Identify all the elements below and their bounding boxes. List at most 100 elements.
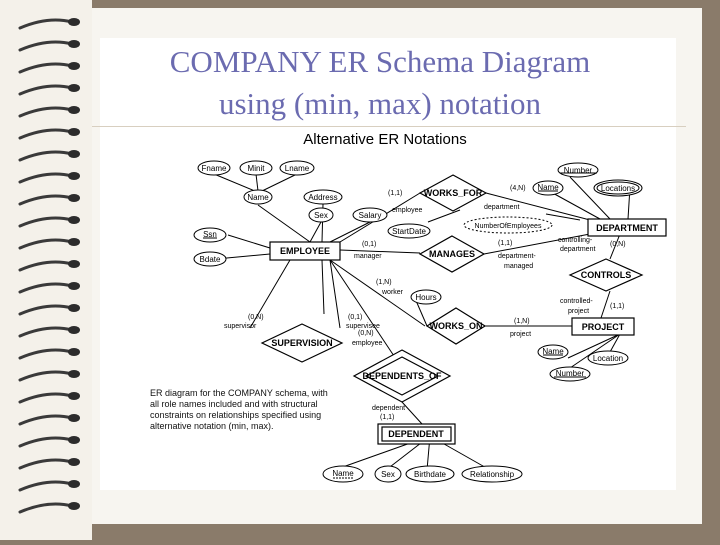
attr-salary: Salary [359,211,382,220]
entity-dependent-inner-shape [381,426,452,442]
figure-heading: Alternative ER Notations [303,131,466,148]
wo-proj-card: (1,N) [514,318,530,325]
mg-emp-role: manager [354,253,382,260]
attr-bdate: Bdate [200,255,221,264]
caption-line-4: alternative notation (min, max). [150,421,274,431]
rel-supervision-shape [260,323,344,363]
slide-title-line-2: using (min, max) notation [218,86,542,121]
sv-sub-role: supervisee [346,323,380,330]
attr-emp-sex: Sex [314,211,328,220]
mg-dept-card: (1,1) [498,240,512,247]
attr-ssn: Ssn [203,230,217,239]
attr-emp-name: Name [247,193,269,202]
attr-address: Address [308,193,337,202]
spiral-binding [0,0,92,540]
slide-title-line-1: COMPANY ER Schema Diagram [169,44,591,79]
rel-works-for-shape [418,174,488,212]
attr-dept-number: Number [564,166,593,175]
ct-proj-card: (1,1) [610,303,624,310]
attr-location: Location [593,354,623,363]
attr-dep-sex-shape [374,465,402,483]
sv-sup-role: supervisor [224,323,257,330]
ct-proj-role-2: project [568,308,589,315]
sv-sup-card: (0,N) [248,314,264,321]
attr-dep-name: Name [332,469,354,478]
entity-dependent: DEPENDENT [388,429,444,439]
wo-proj-role: project [510,331,531,338]
sv-sub-card: (0,1) [348,314,362,321]
attr-address-shape [303,189,343,205]
attr-fname-shape [197,160,231,176]
mg-dept-role-2: managed [504,263,533,270]
attr-dept-name: Name [537,183,559,192]
rel-manages: MANAGES [429,249,475,259]
entity-project-shape [571,317,635,336]
attr-relationship: Relationship [470,470,515,479]
rel-supervision: SUPERVISION [271,338,332,348]
entity-employee: EMPLOYEE [280,246,330,256]
caption-line-1: ER diagram for the COMPANY schema, with [150,388,328,398]
attr-minit: Minit [248,164,266,173]
attr-birthdate: Birthdate [414,470,447,479]
attr-num-employees-shape [463,216,553,234]
attr-locations-inner-shape [596,181,640,195]
mg-dept-role-1: department- [498,253,536,260]
caption-line-2: all role names included and with structu… [150,399,318,409]
do-dep-card: (1,1) [380,414,394,421]
wo-emp-card: (1,N) [376,279,392,286]
attr-locations: Locations [601,184,635,193]
attr-proj-number: Number [556,369,585,378]
wf-emp-role: employee [392,207,422,214]
entity-department-shape [587,218,667,237]
spiral-rings [18,18,80,514]
ct-dept-role-2: department [560,246,595,253]
attr-ssn-shape [193,227,227,243]
attr-dep-sex: Sex [381,470,395,479]
ct-dept-card: (0,N) [610,241,626,248]
attr-location-shape [587,350,629,366]
wf-dept-role: department [484,204,519,211]
attr-salary-shape [352,207,388,223]
rel-dependents-of: DEPENDENTS_OF [362,371,442,381]
er-diagram: Alternative ER Notations [193,131,667,483]
rel-controls: CONTROLS [581,270,632,280]
attr-proj-name: Name [542,347,564,356]
rel-manages-shape [418,235,486,273]
rel-works-on-shape [425,307,487,345]
rel-dependents-of-inner-shape [364,356,440,396]
figure-caption: ER diagram for the COMPANY schema, with … [150,388,360,432]
do-dep-role: dependent [372,405,405,412]
paper-rule-line [92,126,686,127]
do-emp-role: employee [352,340,382,347]
attr-bdate-shape [193,251,227,267]
caption-line-3: constraints on relationships specified u… [150,410,322,420]
attr-startdate-shape [387,223,431,239]
entity-project: PROJECT [582,322,625,332]
wf-emp-card: (1,1) [388,190,402,197]
attr-relationship-shape [461,465,523,483]
attr-lname-shape [279,160,315,176]
do-emp-card: (0,N) [358,330,374,337]
entity-employee-shape [269,241,341,261]
attr-emp-name-shape [243,189,273,205]
ct-proj-role-1: controlled- [560,298,593,305]
attr-num-employees: NumberOfEmployees [475,223,542,230]
attr-birthdate-shape [405,465,455,483]
rel-works-for: WORKS_FOR [424,188,483,198]
ct-dept-role-1: controlling- [558,237,593,244]
attr-emp-sex-shape [308,207,334,223]
attr-lname: Lname [285,164,310,173]
rel-works-on: WORKS_ON [429,321,482,331]
attr-minit-shape [239,160,273,176]
mg-emp-card: (0,1) [362,241,376,248]
wf-dept-card: (4,N) [510,185,526,192]
wo-emp-role: worker [381,289,404,296]
connector-lines [213,173,631,471]
rel-controls-shape [568,258,644,292]
attr-fname: Fname [202,164,227,173]
attr-hours: Hours [415,293,436,302]
entity-department: DEPARTMENT [596,223,658,233]
figure-background [100,38,676,490]
attr-startdate: StartDate [392,227,426,236]
attr-hours-shape [410,289,442,305]
